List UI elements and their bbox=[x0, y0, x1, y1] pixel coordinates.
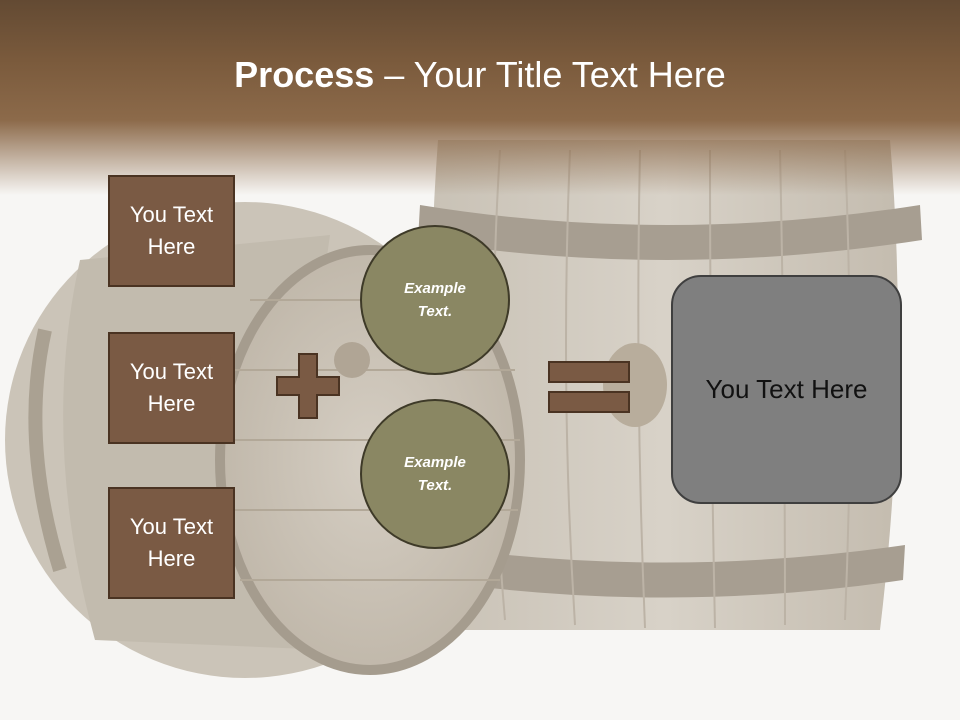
slide-title: Process – Your Title Text Here bbox=[0, 50, 960, 100]
example-circle-1[interactable]: Example Text. bbox=[360, 225, 510, 375]
title-bold-part: Process bbox=[234, 54, 375, 95]
text-box-2[interactable]: You Text Here bbox=[108, 332, 235, 444]
example-circle-2[interactable]: Example Text. bbox=[360, 399, 510, 549]
result-box[interactable]: You Text Here bbox=[671, 275, 902, 504]
title-bar bbox=[0, 0, 960, 200]
equals-icon bbox=[548, 361, 630, 413]
text-box-3[interactable]: You Text Here bbox=[108, 487, 235, 599]
text-box-1[interactable]: You Text Here bbox=[108, 175, 235, 287]
plus-icon bbox=[276, 353, 340, 419]
title-rest-part: – Your Title Text Here bbox=[374, 54, 726, 95]
